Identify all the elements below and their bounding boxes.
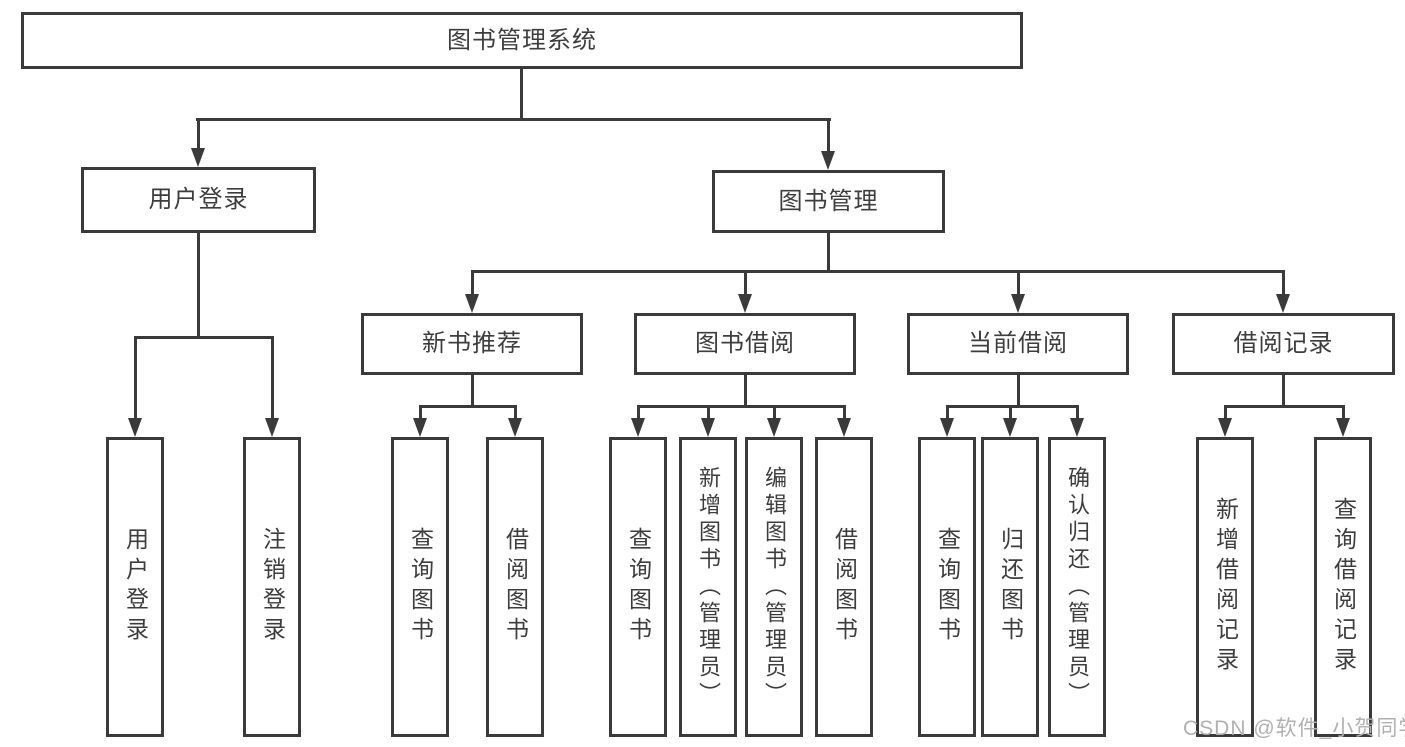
node-user-login-leaf: 用户登录 [106,437,164,737]
connector-line-v [197,233,200,339]
node-label: 图书管理系统 [447,26,597,54]
connector-line-v [843,405,846,420]
connector-line-v [744,375,747,408]
node-query-borrow-record: 查询借阅记录 [1314,437,1372,737]
node-label: 编辑图书（管理员） [762,465,787,709]
arrowhead-down-icon [265,418,279,437]
arrowhead-down-icon [767,418,781,437]
connector-line-v [827,118,830,153]
node-label: 借阅图书 [831,527,858,647]
node-query-books: 查询图书 [391,437,449,737]
node-return-books: 归还图书 [981,437,1039,737]
connector-line-h [1224,405,1344,408]
arrowhead-down-icon [631,418,645,437]
node-label: 查询图书 [407,527,434,647]
node-label: 用户登录 [122,527,149,647]
connector-line-v [520,69,523,118]
connector-line-v [1076,405,1079,420]
connector-line-v [744,270,747,296]
csdn-watermark: CSDN @软件_小贺同学 [1183,717,1405,740]
node-label: 查询图书 [625,527,652,647]
node-book-borrow: 图书借阅 [634,313,856,375]
arrowhead-down-icon [940,418,954,437]
node-borrow-books: 借阅图书 [486,437,544,737]
node-label: 新书推荐 [422,330,522,357]
arrowhead-down-icon [701,418,715,437]
node-label: 归还图书 [997,527,1024,647]
arrowhead-down-icon [1218,418,1232,437]
connector-line-h [471,270,1285,273]
connector-line-v [419,405,422,420]
node-label: 新增图书（管理员） [696,465,721,709]
node-label: 借阅图书 [502,527,529,647]
connector-line-v [1017,375,1020,408]
node-query-books: 查询图书 [918,437,976,737]
node-book-management-branch: 图书管理 [712,170,945,233]
arrowhead-down-icon [1276,294,1290,313]
connector-line-v [946,405,949,420]
connector-line-v [1009,405,1012,420]
node-edit-books-admin: 编辑图书（管理员） [745,437,803,737]
node-user-login-branch: 用户登录 [81,167,316,233]
node-label: 用户登录 [148,186,249,213]
node-label: 确认归还（管理员） [1065,465,1090,709]
connector-line-v [1282,375,1285,408]
arrowhead-down-icon [1003,418,1017,437]
connector-line-v [197,118,200,150]
connector-line-v [271,336,274,420]
node-label: 注销登录 [259,527,286,647]
node-logout: 注销登录 [243,437,301,737]
arrowhead-down-icon [1336,418,1350,437]
connector-line-v [707,405,710,420]
arrowhead-down-icon [738,294,752,313]
node-current-borrow: 当前借阅 [907,313,1129,375]
connector-line-v [514,405,517,420]
connector-line-h [946,405,1078,408]
connector-line-h [196,118,831,121]
connector-line-v [1282,270,1285,296]
connector-line-v [134,336,137,420]
arrowhead-down-icon [508,418,522,437]
node-borrow-books: 借阅图书 [815,437,873,737]
connector-line-h [419,405,516,408]
node-confirm-return-admin: 确认归还（管理员） [1048,437,1106,737]
connector-line-v [1017,270,1020,296]
connector-line-h [637,405,845,408]
connector-line-h [134,336,274,339]
node-label: 查询图书 [934,527,961,647]
node-add-borrow-record: 新增借阅记录 [1196,437,1254,737]
arrowhead-down-icon [1070,418,1084,437]
node-label: 当前借阅 [968,330,1068,357]
connector-line-v [827,233,830,273]
arrowhead-down-icon [1011,294,1025,313]
connector-line-v [1224,405,1227,420]
arrowhead-down-icon [191,148,205,167]
node-query-books: 查询图书 [609,437,667,737]
arrowhead-down-icon [465,294,479,313]
connector-line-v [637,405,640,420]
connector-line-v [471,270,474,296]
node-label: 查询借阅记录 [1330,497,1357,677]
connector-line-v [1342,405,1345,420]
node-label: 新增借阅记录 [1212,497,1239,677]
connector-line-v [471,375,474,408]
node-label: 图书管理 [778,187,879,215]
node-borrow-records: 借阅记录 [1172,313,1395,375]
arrowhead-down-icon [821,151,835,170]
arrowhead-down-icon [128,418,142,437]
node-library-management-system: 图书管理系统 [21,12,1023,69]
arrowhead-down-icon [413,418,427,437]
node-label: 图书借阅 [695,330,795,357]
node-label: 借阅记录 [1233,330,1334,357]
node-new-book-recommend: 新书推荐 [361,313,583,375]
node-add-books-admin: 新增图书（管理员） [679,437,737,737]
arrowhead-down-icon [837,418,851,437]
connector-line-v [773,405,776,420]
